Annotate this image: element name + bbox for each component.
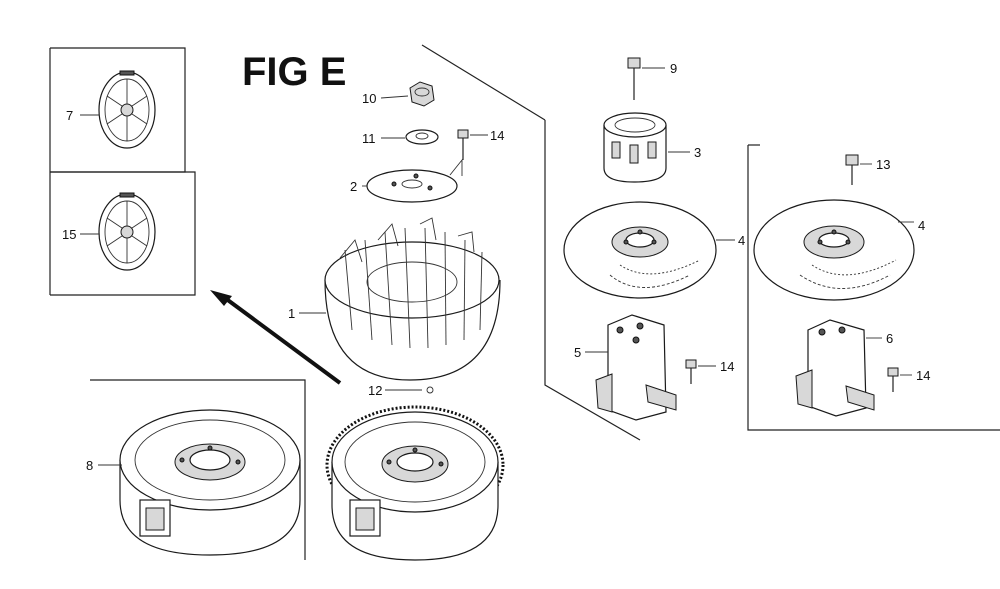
part-12-key [385,386,434,394]
direction-arrow [210,290,342,385]
part-10-nut [380,81,435,107]
part-6-bracket [795,319,882,417]
callout-3: 3 [694,145,701,160]
callout-9: 9 [670,61,677,76]
callout-2: 2 [350,179,357,194]
part-3-cylinder [603,112,690,183]
part-14-bolt-bracket-5 [685,359,716,384]
figure-title: FIG E [242,50,346,94]
part-9-bolt [627,57,665,100]
callout-1: 1 [288,306,295,321]
part-4-disc-center [563,201,735,299]
part-14-bolt-bracket-6 [887,367,912,392]
flywheel-with-ring-gear [325,405,505,561]
callout-5: 5 [574,345,581,360]
part-15-flywheel [80,192,156,271]
callout-10: 10 [362,91,376,106]
part-13-bolt [845,154,872,185]
part-11-washer [381,129,439,145]
part-14-bolt [457,129,488,160]
callout-6: 6 [886,331,893,346]
part-7-flywheel-small [80,70,156,149]
callout-8: 8 [86,458,93,473]
callout-14-a: 14 [490,128,504,143]
callout-7: 7 [66,108,73,123]
part-1-cooling-fan [299,217,501,381]
section-frames [49,44,1000,560]
callout-14-c: 14 [916,368,930,383]
callout-14-b: 14 [720,359,734,374]
callout-4-a: 4 [738,233,745,248]
part-2-plate [362,158,463,203]
callout-4-b: 4 [918,218,925,233]
part-8-flywheel [98,409,301,556]
callout-15: 15 [62,227,76,242]
callout-12: 12 [368,383,382,398]
callout-11: 11 [362,131,376,146]
callout-13: 13 [876,157,890,172]
part-5-bracket [585,314,677,421]
part-4-disc-right [753,199,915,301]
